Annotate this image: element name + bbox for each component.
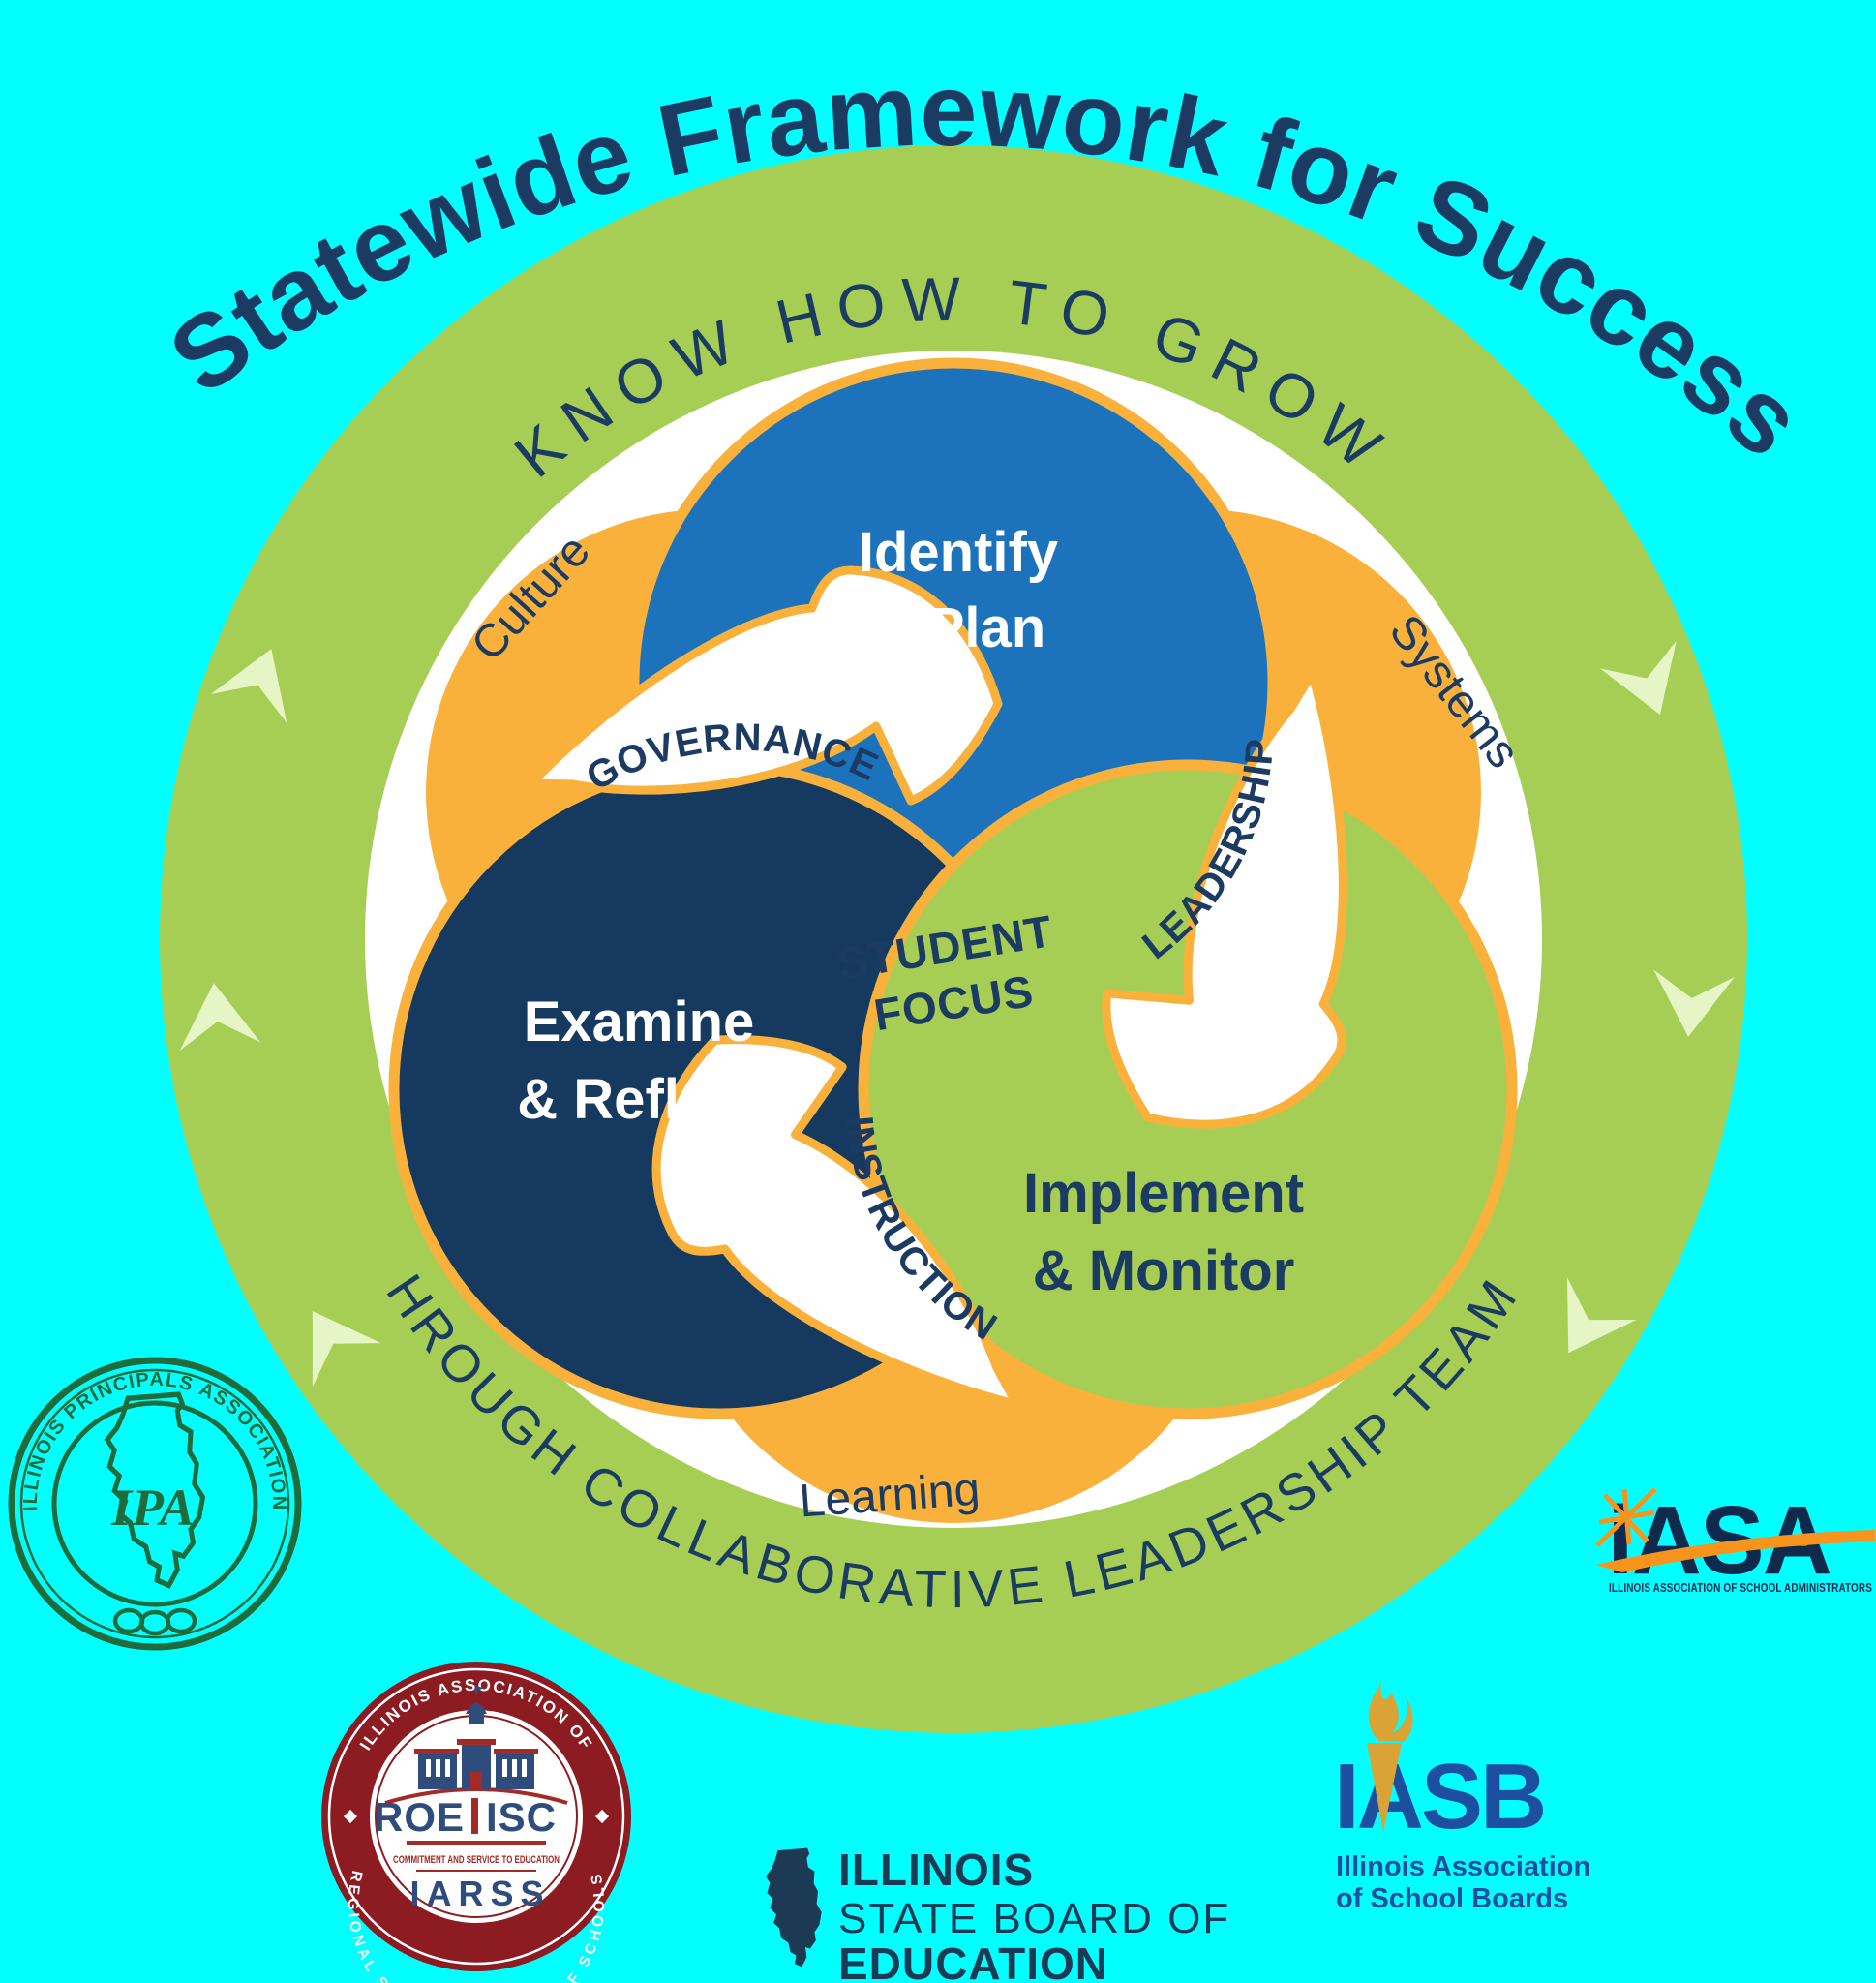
identify-line2: & Plan	[871, 596, 1046, 659]
roeisc-logo: ILLINOIS ASSOCIATION OF REGIONAL SUPERIN…	[321, 1662, 631, 1983]
ipa-chain-icon	[112, 1607, 197, 1636]
roe-name-right: ISC	[486, 1794, 557, 1840]
iasb-logo: IASB Illinois Association of School Boar…	[1334, 1683, 1590, 1914]
roe-outer-line	[327, 1667, 625, 1966]
isbe-illinois-icon	[766, 1847, 822, 1968]
identify-line1: Identify	[859, 521, 1058, 584]
roe-capitol-icon	[384, 1686, 568, 1805]
ipa-outer-circle	[8, 1357, 302, 1651]
roe-name-left: ROE	[374, 1794, 465, 1840]
ipa-monogram: IPA	[110, 1479, 195, 1537]
isbe-line2: STATE BOARD OF	[838, 1895, 1230, 1942]
implement-line2: & Monitor	[1033, 1239, 1295, 1302]
roe-name-divider	[471, 1798, 478, 1834]
iasa-tagline: ILLINOIS ASSOCIATION OF SCHOOL ADMINISTR…	[1609, 1581, 1872, 1595]
examine-line2: & Reflect	[517, 1068, 760, 1131]
roe-tagline: COMMITMENT AND SERVICE TO EDUCATION	[393, 1854, 560, 1866]
iasa-swoosh-icon	[1595, 1530, 1875, 1572]
ipa-logo: ILLINOIS PRINCIPALS ASSOCIATION IPA	[8, 1357, 302, 1651]
iasb-line2: of School Boards	[1336, 1883, 1568, 1914]
examine-line1: Examine	[524, 991, 755, 1053]
ipa-inner-circle	[51, 1400, 258, 1607]
learning-label: Learning	[798, 1464, 982, 1528]
ipa-mid-circle	[19, 1368, 290, 1639]
iasb-torch-icon	[1367, 1743, 1402, 1832]
roe-diamond-right-icon	[594, 1809, 610, 1824]
iasb-line1: Illinois Association	[1336, 1851, 1590, 1882]
isbe-logo: ILLINOIS STATE BOARD OF EDUCATION	[766, 1845, 1230, 1983]
isbe-line1: ILLINOIS	[838, 1845, 1034, 1895]
circle-labels: Identify & Plan Examine & Reflect Implem…	[517, 521, 1304, 1302]
iasb-acronym: IASB	[1334, 1745, 1544, 1848]
iasa-logo: iASA ILLINOIS ASSOCIATION OF SCHOOL ADMI…	[1595, 1486, 1875, 1595]
roe-diamond-left-icon	[343, 1809, 358, 1824]
isbe-line3: EDUCATION	[838, 1938, 1108, 1983]
roe-acronym: IARSS	[409, 1874, 550, 1913]
iasb-flame-icon	[1368, 1683, 1413, 1742]
iasa-star-icon	[1595, 1487, 1657, 1547]
implement-line1: Implement	[1023, 1162, 1304, 1225]
